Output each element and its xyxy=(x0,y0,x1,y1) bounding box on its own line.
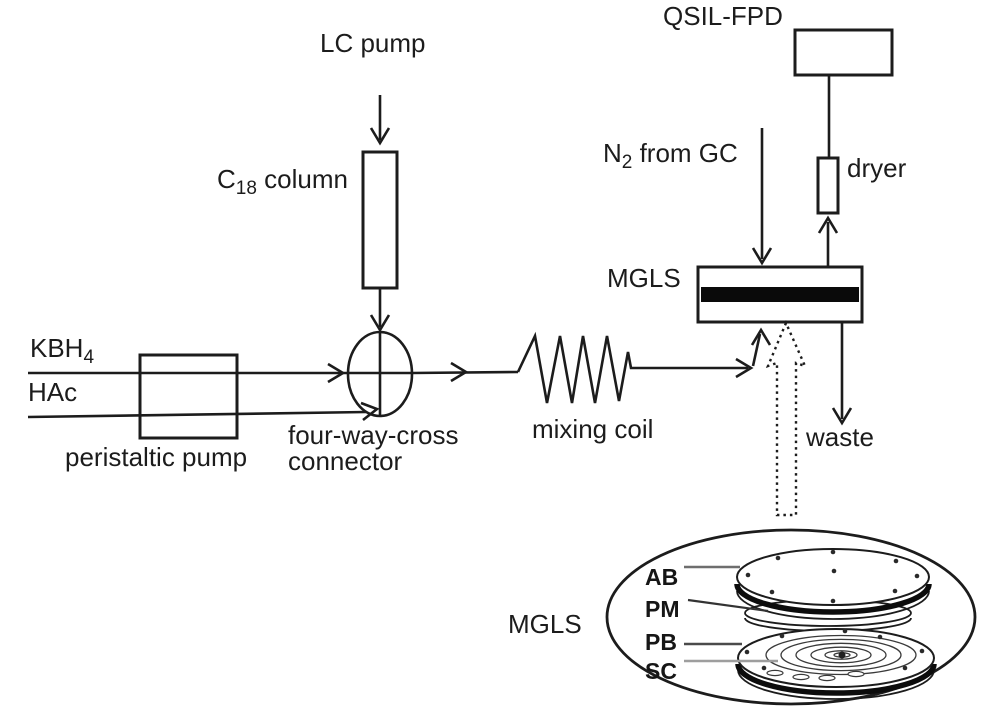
waste-arrow xyxy=(831,322,853,426)
peristaltic-pump-label: peristaltic pump xyxy=(65,442,247,472)
upper-disc-bolt-holes xyxy=(745,549,920,604)
ab-label: AB xyxy=(645,564,678,590)
n2-from-gc-label: N2 from GC xyxy=(603,138,738,173)
mgls-inlet-arrow xyxy=(735,327,772,379)
dryer-label: dryer xyxy=(847,153,907,183)
lower-disc-slots xyxy=(766,669,865,682)
pm-label: PM xyxy=(645,596,680,622)
pm-leader-line xyxy=(687,598,769,613)
kbh4-line xyxy=(28,362,348,384)
dryer-box xyxy=(816,156,840,215)
mixing-coil xyxy=(516,331,748,404)
n2-arrow xyxy=(751,128,773,266)
c18-column-label: C18 column xyxy=(217,164,348,199)
pb-label: PB xyxy=(645,629,677,655)
connector-outlet-arrow xyxy=(411,361,519,383)
magnifier-dotted-arrow xyxy=(765,319,808,517)
lower-disc-bolt-holes xyxy=(744,628,925,671)
mgls-detail-label: MGLS xyxy=(508,609,582,639)
four-way-cross-connector xyxy=(346,330,414,418)
peristaltic-pump-box xyxy=(138,353,239,440)
mgls-to-dryer-arrow xyxy=(817,215,839,267)
lc-pump-label: LC pump xyxy=(320,28,426,58)
lower-disc-pb xyxy=(735,628,937,700)
kbh4-label: KBH4 xyxy=(30,333,94,368)
qsil-fpd-label: QSIL-FPD xyxy=(663,1,783,31)
four-way-cross-label-line2: connector xyxy=(288,446,403,476)
hac-line xyxy=(27,401,380,422)
mgls-membrane-band xyxy=(701,287,859,302)
four-way-cross-label-line1: four-way-cross xyxy=(288,420,458,450)
mgls-block xyxy=(696,265,864,324)
lc-pump-arrow xyxy=(369,95,391,146)
spiral-channel xyxy=(765,634,917,676)
upper-disc-ab xyxy=(734,548,932,620)
mgls-label: MGLS xyxy=(607,263,681,293)
waste-label: waste xyxy=(805,422,874,452)
hac-label: HAc xyxy=(28,377,77,407)
qsil-fpd-box xyxy=(793,28,894,77)
column-outlet-arrow xyxy=(369,288,391,333)
sc-label: SC xyxy=(645,658,677,684)
mixing-coil-label: mixing coil xyxy=(532,414,653,444)
c18-column-box xyxy=(361,150,399,290)
